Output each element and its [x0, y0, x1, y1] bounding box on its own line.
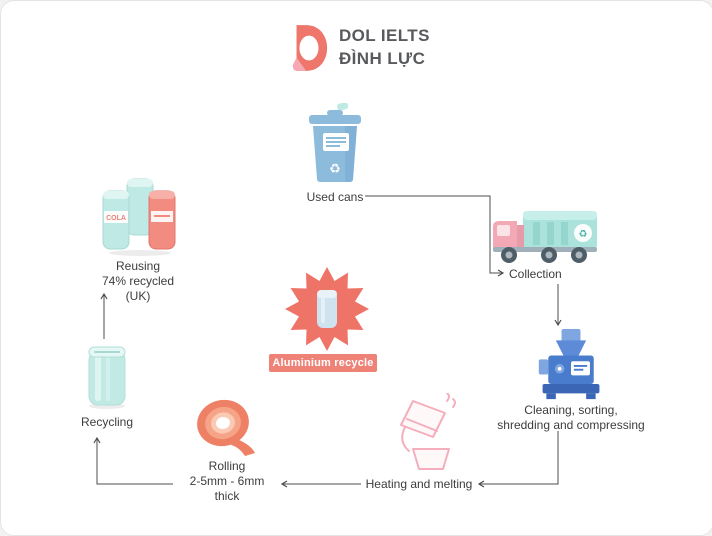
- can-brand-text: COLA: [106, 215, 126, 222]
- used-cans-label: Used cans: [306, 190, 364, 204]
- recycle-symbol-icon: ♻: [329, 161, 341, 176]
- metal-coil-icon: [197, 399, 255, 456]
- brand-logo: DOL IELTS ĐÌNH LỰC: [287, 23, 430, 73]
- brand-name: DOL IELTS ĐÌNH LỰC: [339, 25, 430, 71]
- arrow-usedcans-to-collection: [365, 195, 505, 277]
- starburst-can-icon: [285, 267, 369, 351]
- reusing-label: Reusing 74% recycled (UK): [88, 259, 188, 304]
- dol-logo-icon: [292, 25, 328, 71]
- reusing-label-line1: Reusing: [115, 259, 161, 273]
- reusing-label-line2: 74% recycled (UK): [101, 274, 175, 303]
- heating-label: Heating and melting: [365, 477, 473, 491]
- cleaning-label: Cleaning, sorting, shredding and compres…: [496, 403, 646, 433]
- cleaning-label-line2: shredding and compressing: [497, 418, 645, 432]
- rolling-label: Rolling 2-5mm - 6mm thick: [177, 459, 277, 504]
- furnace-icon: [400, 393, 456, 470]
- aluminium-recycle-badge: Aluminium recycle: [269, 354, 377, 372]
- aluminium-can-icon: [88, 346, 126, 409]
- trash-bin-icon: ♻: [309, 103, 361, 182]
- truck-recycle-symbol-icon: ♻: [579, 229, 588, 240]
- cleaning-label-line1: Cleaning, sorting,: [524, 403, 618, 417]
- shredder-machine-icon: [538, 329, 600, 400]
- garbage-truck-icon: ♻: [493, 211, 597, 263]
- cola-cans-icon: COLA: [102, 178, 176, 256]
- rolling-label-line2: 2-5mm - 6mm thick: [189, 474, 265, 503]
- arrow-cleaning-to-heating: [477, 431, 559, 488]
- rolling-label-line1: Rolling: [208, 459, 246, 473]
- collection-label: Collection: [509, 267, 562, 281]
- recycling-label: Recycling: [80, 415, 134, 429]
- brand-name-line1: DOL IELTS: [339, 26, 430, 46]
- brand-name-line2: ĐÌNH LỰC: [339, 49, 426, 68]
- arrow-rolling-to-recycling: [93, 436, 173, 485]
- stage-used-cans: ♻ Used cans: [297, 103, 373, 205]
